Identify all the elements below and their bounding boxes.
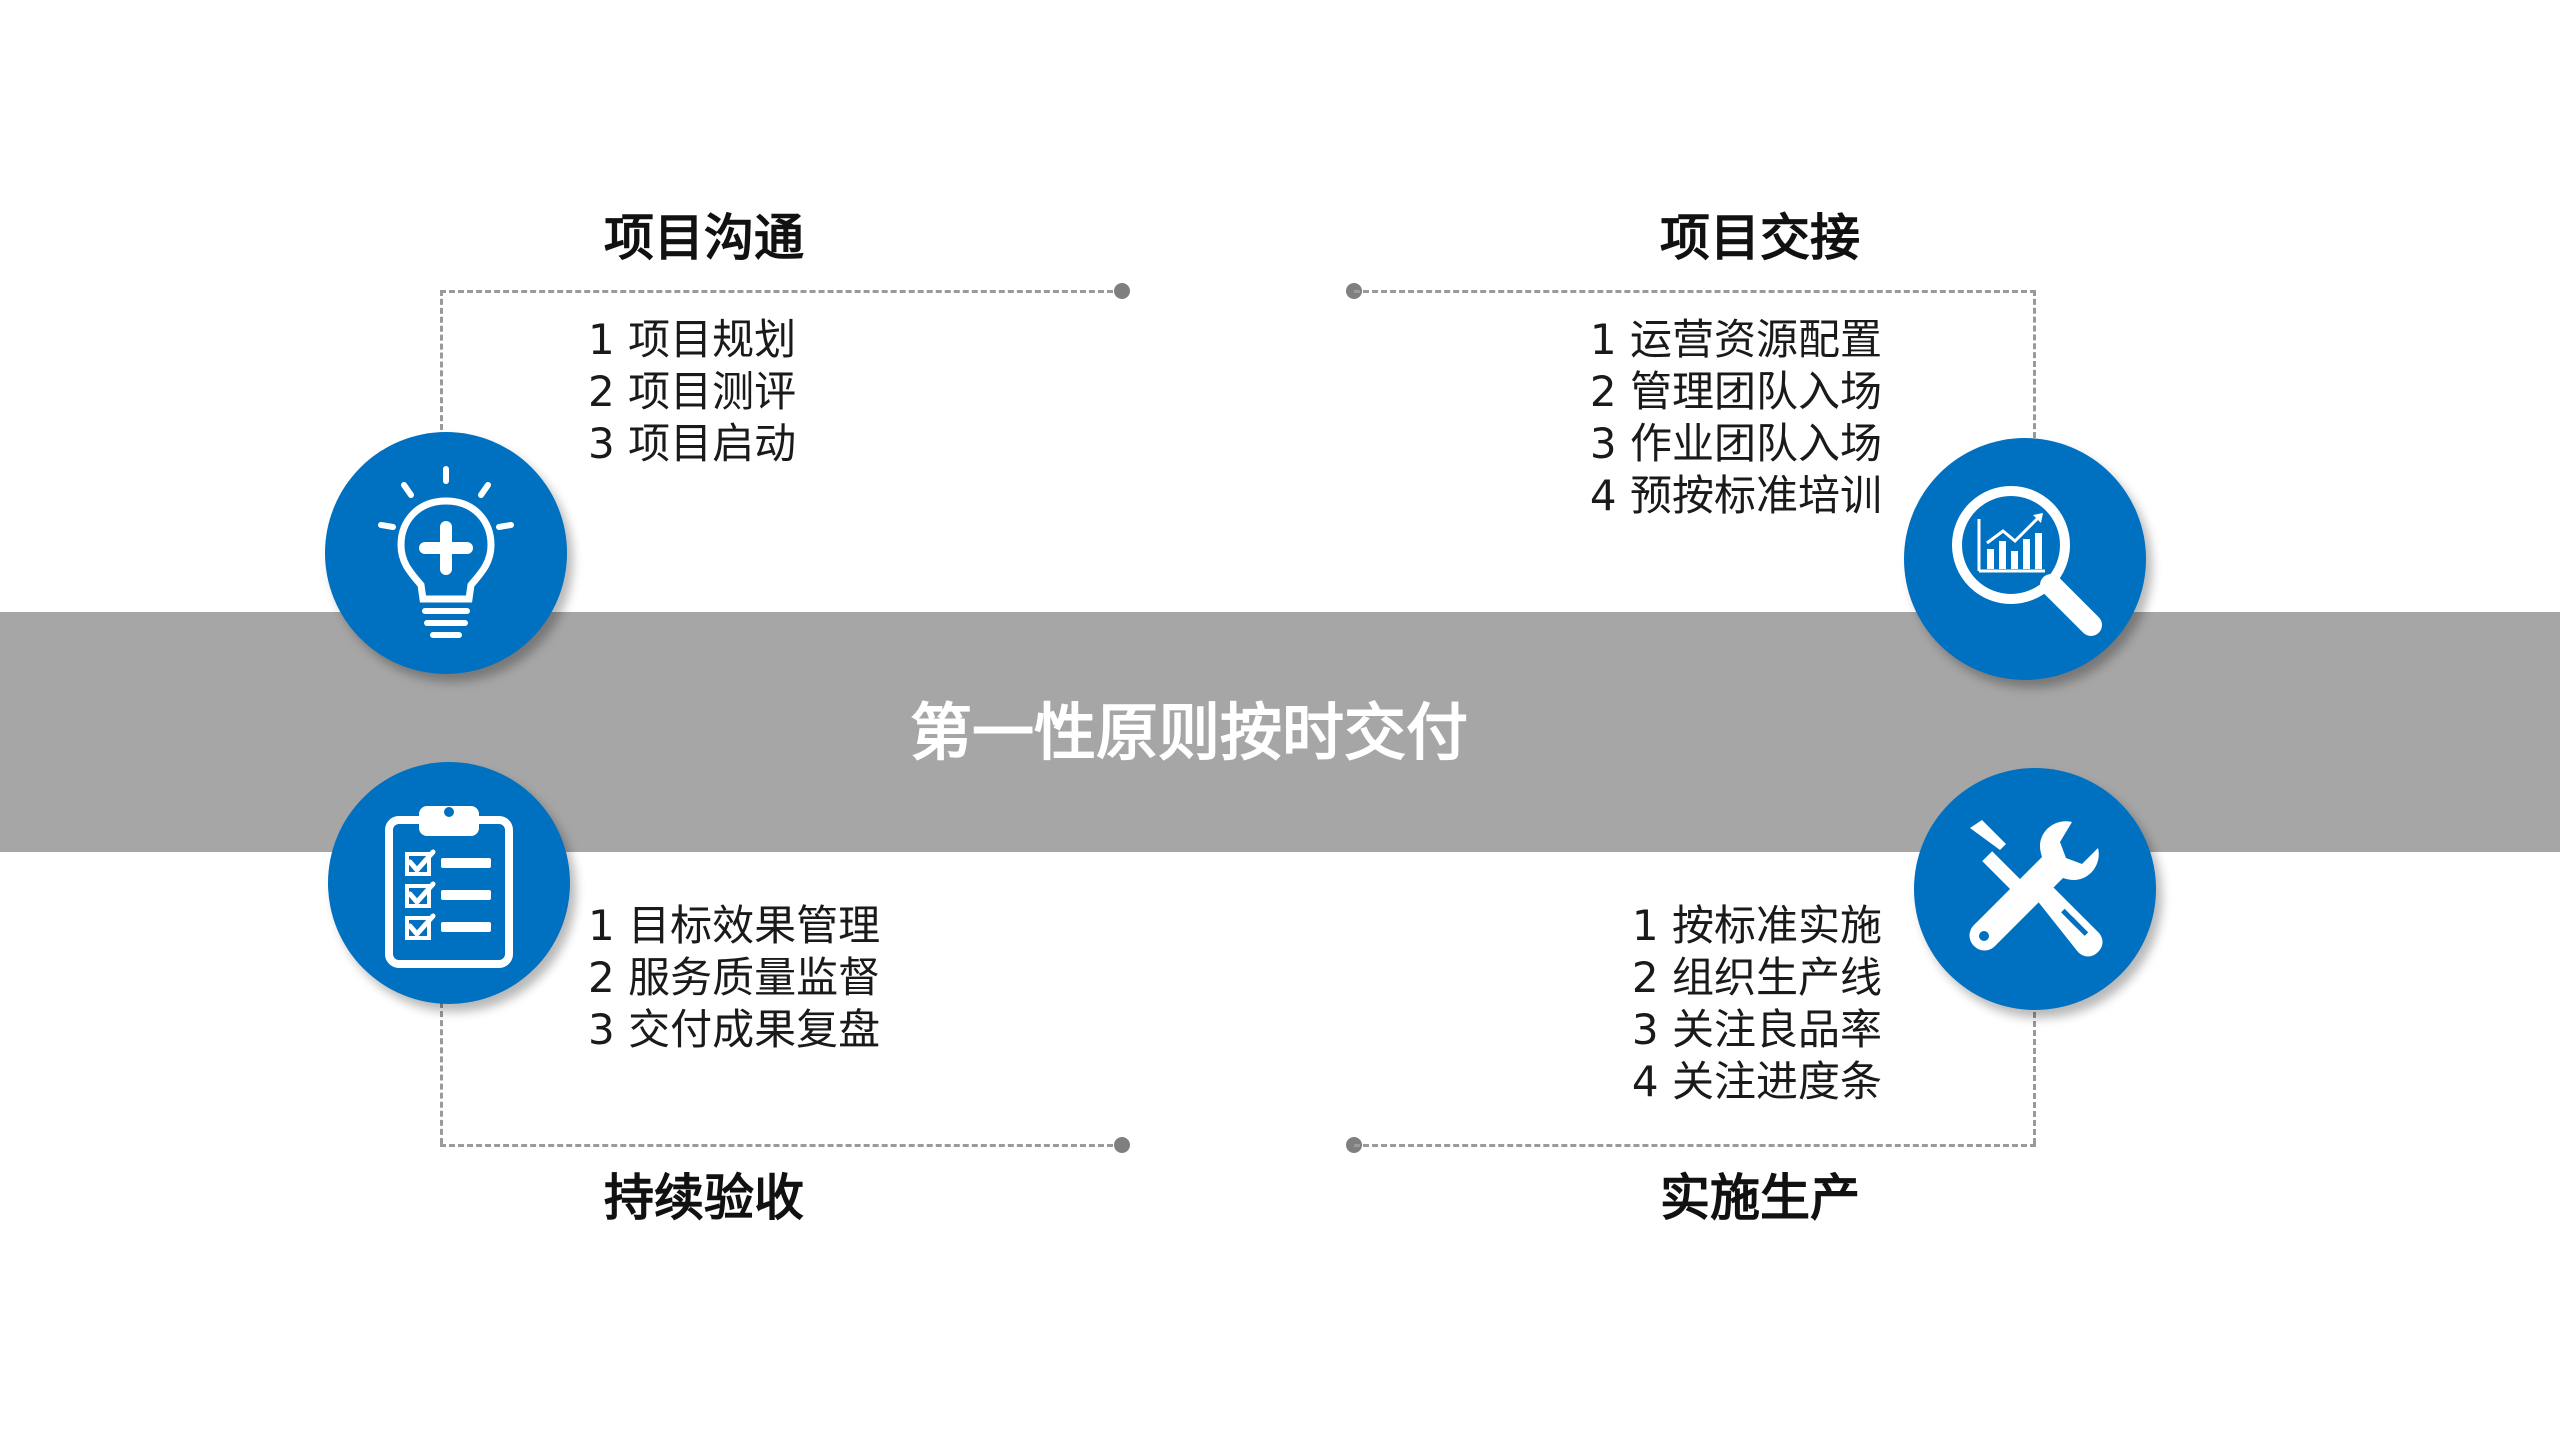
bottom-left-dashed-vertical <box>440 1002 443 1144</box>
list-item: 2 项目测评 <box>588 367 797 416</box>
top-right-dashed-vertical <box>2033 290 2036 438</box>
bottom-left-item-list: 1 目标效果管理 2 服务质量监督 3 交付成果复盘 <box>588 900 880 1056</box>
bottom-right-dashed-line <box>1354 1144 2036 1147</box>
section-title-implementation-production: 实施生产 <box>1660 1169 1860 1227</box>
center-title: 第一性原则按时交付 <box>910 696 1469 769</box>
bottom-left-dashed-line <box>440 1144 1122 1147</box>
list-item: 1 按标准实施 <box>1631 901 1882 950</box>
top-left-line-dot <box>1114 283 1130 299</box>
section-title-project-communication: 项目沟通 <box>604 209 804 267</box>
list-item: 1 项目规划 <box>588 315 797 364</box>
bottom-right-item-list: 1 按标准实施 2 组织生产线 3 关注良品率 4 关注进度条 <box>1480 900 1882 1108</box>
list-item: 2 服务质量监督 <box>588 953 881 1002</box>
list-item: 4 关注进度条 <box>1631 1057 1882 1106</box>
list-item: 3 项目启动 <box>588 419 797 468</box>
bottom-left-line-dot <box>1114 1137 1130 1153</box>
top-left-dashed-line <box>440 290 1122 293</box>
clipboard-checklist-icon-circle <box>328 762 570 1004</box>
list-item: 3 关注良品率 <box>1631 1005 1882 1054</box>
top-left-item-list: 1 项目规划 2 项目测评 3 项目启动 <box>588 314 796 470</box>
top-right-dashed-line <box>1354 290 2036 293</box>
list-item: 2 管理团队入场 <box>1589 367 1882 416</box>
list-item: 4 预按标准培训 <box>1589 471 1882 520</box>
list-item: 2 组织生产线 <box>1631 953 1882 1002</box>
lightbulb-plus-icon-circle <box>325 432 567 674</box>
top-left-dashed-vertical <box>440 290 443 430</box>
section-title-project-handover: 项目交接 <box>1660 209 1860 267</box>
list-item: 3 交付成果复盘 <box>588 1005 881 1054</box>
wrench-screwdriver-icon-circle <box>1914 768 2156 1010</box>
magnifier-chart-icon <box>1952 486 2102 636</box>
clipboard-checklist-icon <box>385 806 513 968</box>
bottom-right-dashed-vertical <box>2033 1012 2036 1144</box>
list-item: 1 运营资源配置 <box>1589 315 1882 364</box>
wrench-screwdriver-icon <box>1969 820 2103 957</box>
magnifier-chart-icon-circle <box>1904 438 2146 680</box>
lightbulb-plus-icon <box>378 466 514 638</box>
list-item: 3 作业团队入场 <box>1589 419 1882 468</box>
section-title-continuous-acceptance: 持续验收 <box>604 1169 804 1227</box>
list-item: 1 目标效果管理 <box>588 901 881 950</box>
top-right-item-list: 1 运营资源配置 2 管理团队入场 3 作业团队入场 4 预按标准培训 <box>1480 314 1882 522</box>
